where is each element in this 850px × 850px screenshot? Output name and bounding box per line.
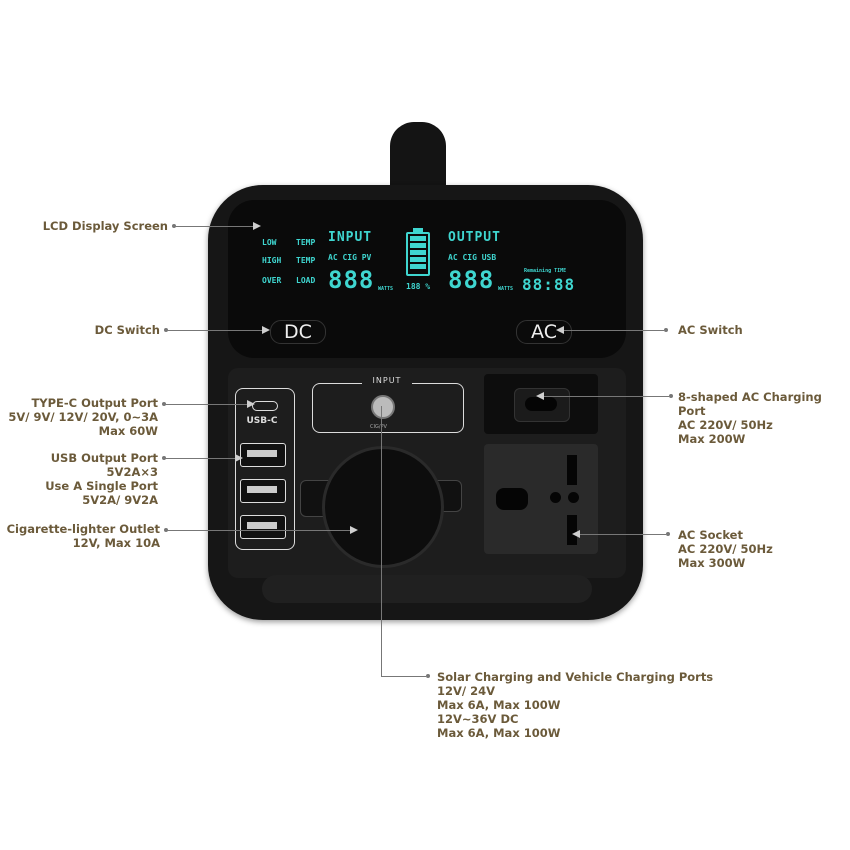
lcd-output-title: OUTPUT (448, 230, 501, 245)
leader-dot (164, 328, 168, 332)
leader-line (580, 534, 666, 535)
lcd-display: LOW TEMP HIGH TEMP OVER LOAD INPUT AC CI… (252, 218, 582, 303)
leader-arrow (556, 326, 564, 334)
leader-arrow (235, 454, 243, 462)
usb-port-label: USB Output Port 5V2A×3 Use A Single Port… (45, 451, 158, 507)
lcd-battery-percent: 188 % (406, 282, 431, 291)
lcd-time: 88:88 (522, 275, 576, 294)
lcd-temp: TEMP (296, 238, 316, 247)
cigarette-outlet-label: Cigarette-lighter Outlet 12V, Max 10A (6, 522, 160, 550)
lcd-remaining-time-label: Remaining TIME (524, 268, 567, 274)
usb-c-label: USB-C (246, 416, 278, 426)
usb-port-frame (235, 388, 295, 550)
leader-arrow (247, 400, 255, 408)
usb-a-port[interactable] (240, 515, 286, 539)
dc-input-port[interactable] (371, 395, 395, 419)
leader-arrow (536, 392, 544, 400)
usb-a-port[interactable] (240, 479, 286, 503)
lcd-input-title: INPUT (328, 230, 373, 245)
leader-dot (666, 532, 670, 536)
ac-charging-port-hole (525, 397, 557, 411)
lcd-watts: WATTS (378, 286, 394, 292)
leader-dot (162, 402, 166, 406)
leader-dot (669, 394, 673, 398)
leader-line (564, 330, 664, 331)
ac-socket-label: AC Socket AC 220V/ 50Hz Max 300W (678, 528, 773, 570)
usb-a-port[interactable] (240, 443, 286, 467)
lcd-output-value: 888 (448, 266, 495, 294)
leader-arrow (572, 530, 580, 538)
ac-charging-port-label: 8-shaped AC Charging Port AC 220V/ 50Hz … (678, 390, 822, 446)
socket-pin (568, 492, 579, 503)
socket-pin (567, 455, 577, 485)
socket-pin (550, 492, 561, 503)
lcd-output-sources: AC CIG USB (448, 253, 497, 262)
lcd-load: LOAD (296, 276, 316, 285)
lcd-display-label: LCD Display Screen (42, 219, 168, 233)
lcd-input-value: 888 (328, 266, 375, 294)
leader-dot (664, 328, 668, 332)
leader-line (175, 226, 253, 227)
socket-pin (496, 488, 528, 510)
dc-switch-button[interactable]: DC (270, 320, 326, 344)
leader-arrow (262, 326, 270, 334)
lcd-input-sources: AC CIG PV (328, 253, 372, 262)
leader-line (167, 330, 262, 331)
lcd-temp: TEMP (296, 256, 316, 265)
battery-icon (406, 228, 430, 276)
usb-c-port[interactable] (252, 401, 278, 411)
bottom-grip (262, 575, 592, 603)
solar-charging-label: Solar Charging and Vehicle Charging Port… (437, 670, 714, 740)
leader-line (165, 404, 247, 405)
leader-arrow (350, 526, 358, 534)
leader-line (381, 676, 426, 677)
typec-port-label: TYPE-C Output Port 5V/ 9V/ 12V/ 20V, 0~3… (8, 396, 158, 438)
leader-line (167, 530, 350, 531)
ac-switch-label: AC Switch (678, 323, 743, 337)
leader-dot (162, 456, 166, 460)
leader-dot (164, 528, 168, 532)
lcd-low: LOW (262, 238, 277, 247)
leader-line (381, 406, 382, 676)
leader-arrow (253, 222, 261, 230)
leader-line (544, 396, 669, 397)
dc-switch-label: DC Switch (94, 323, 160, 337)
leader-dot (426, 674, 430, 678)
lcd-watts: WATTS (498, 286, 514, 292)
lcd-over: OVER (262, 276, 282, 285)
cigarette-lighter-outlet[interactable] (322, 446, 444, 568)
leader-line (165, 458, 235, 459)
leader-dot (172, 224, 176, 228)
cig-pv-label: CIG/PV (370, 424, 387, 430)
lcd-high: HIGH (262, 256, 282, 265)
input-port-label: INPUT (362, 376, 412, 385)
